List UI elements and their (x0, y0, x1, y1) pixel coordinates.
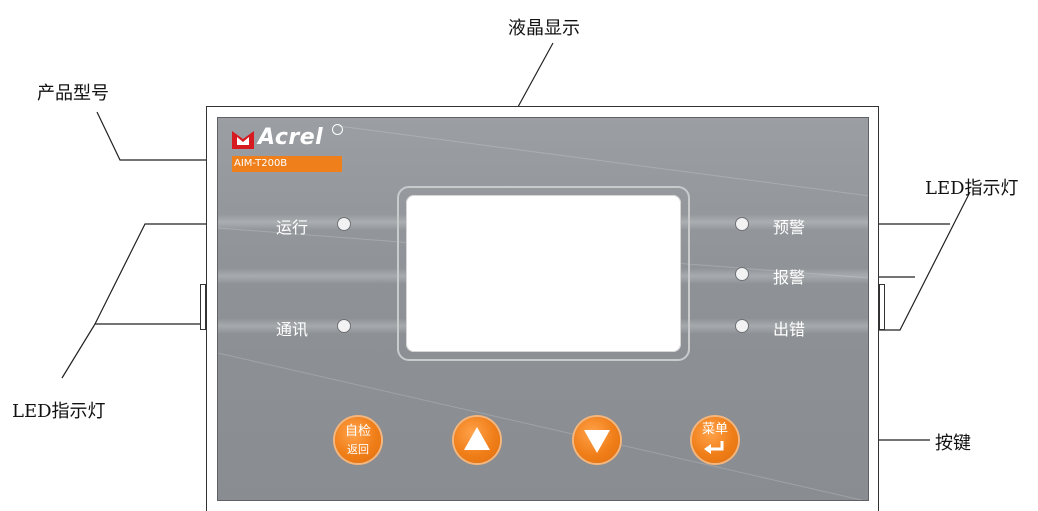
self-check-label: 自检 (344, 424, 371, 439)
callout-product-model: 产品型号 (37, 83, 109, 104)
down-button[interactable] (574, 417, 620, 463)
registered-mark-icon (332, 124, 343, 135)
led-label-communication: 通讯 (276, 320, 309, 339)
led-error-indicator (736, 320, 748, 332)
callout-led-indicator-left: LED指示灯 (12, 401, 106, 422)
led-communication-indicator (338, 320, 350, 332)
return-label: 返回 (347, 443, 369, 456)
model-label: AIM-T200B (232, 156, 342, 172)
menu-enter-button[interactable]: 菜单 (692, 417, 738, 463)
lcd-screen (406, 195, 681, 352)
enter-icon (704, 441, 724, 454)
left-mounting-ear (200, 284, 206, 330)
led-running-indicator (338, 218, 350, 230)
acrel-logo-icon (232, 131, 254, 149)
down-triangle-icon (584, 430, 610, 453)
callout-lcd-display: 液晶显示 (508, 18, 580, 39)
self-check-return-button[interactable]: 自检 返回 (335, 417, 381, 463)
led-label-warning: 预警 (773, 218, 806, 237)
callout-keys: 按键 (935, 433, 971, 454)
leader-led-right (871, 191, 971, 331)
right-mounting-ear (879, 284, 885, 330)
lcd-bezel (397, 186, 690, 361)
led-alarm-indicator (736, 268, 748, 280)
led-label-running: 运行 (276, 218, 309, 237)
brand-name: Acrel (258, 125, 324, 150)
menu-label: 菜单 (701, 422, 728, 437)
led-label-alarm: 报警 (773, 268, 806, 287)
callout-led-indicator-right: LED指示灯 (925, 178, 1019, 199)
led-label-error: 出错 (773, 320, 806, 339)
led-warning-indicator (736, 218, 748, 230)
up-triangle-icon (464, 427, 490, 450)
up-button[interactable] (454, 417, 500, 463)
